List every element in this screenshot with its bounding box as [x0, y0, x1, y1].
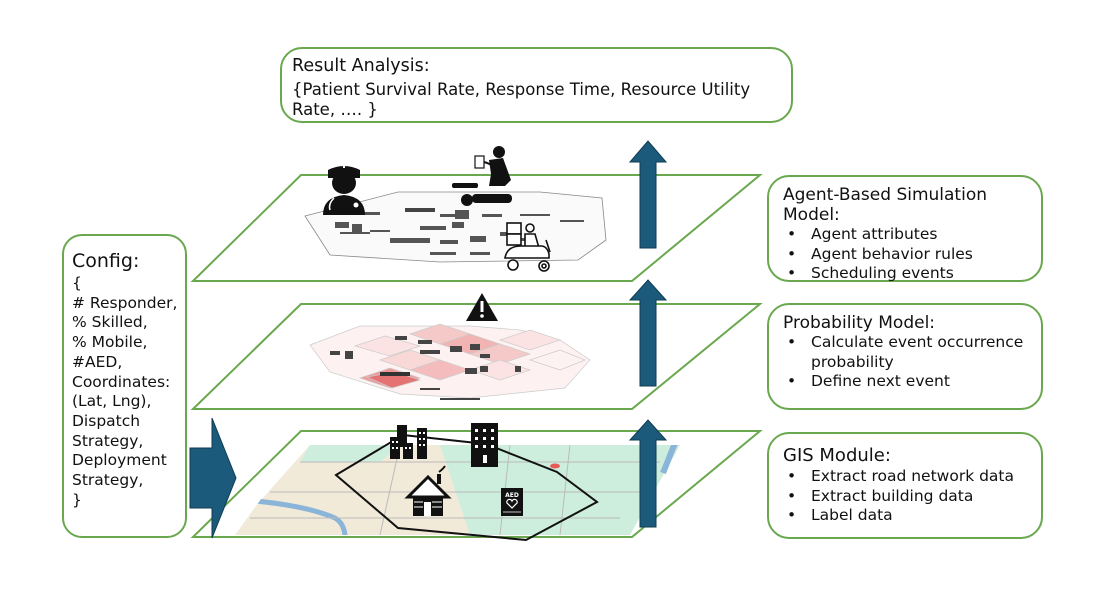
bullet-item: Calculate event occurrence	[783, 333, 1041, 353]
house-icon	[404, 465, 452, 516]
up-arrow-to-probability-layer	[628, 419, 668, 528]
probability-map-buildings	[330, 336, 521, 400]
agent-based-simulation-title: Agent-Based Simulation Model:	[783, 185, 987, 225]
delivery-scooter-icon	[504, 222, 551, 272]
probability-model-list: Calculate event occurrence probability D…	[783, 333, 1041, 392]
config-line: }	[72, 490, 82, 509]
config-input-arrow	[189, 417, 237, 539]
agent-based-simulation-list: Agent attributes Agent behavior rules Sc…	[783, 225, 1041, 284]
aed-icon-label: AED	[505, 492, 519, 499]
config-line: % Skilled,	[72, 313, 148, 332]
up-arrow-to-agent-layer	[628, 279, 668, 387]
probability-model-title: Probability Model:	[783, 313, 936, 333]
gis-base-map	[235, 445, 680, 535]
config-box: Config: { # Responder, % Skilled, % Mobi…	[62, 234, 187, 538]
bullet-item: Agent attributes	[783, 225, 1041, 245]
probability-layer	[190, 293, 763, 410]
config-line: # Responder,	[72, 293, 178, 312]
config-line: Dispatch	[72, 411, 141, 430]
config-line: % Mobile,	[72, 333, 148, 352]
config-line: {	[72, 274, 82, 292]
agent-sim-map-buildings	[335, 208, 584, 255]
city-buildings-icon	[390, 425, 427, 459]
warning-triangle-icon	[466, 293, 498, 321]
bullet-item: Extract building data	[783, 487, 1041, 507]
config-line: Deployment	[72, 451, 167, 470]
result-analysis-metrics: {Patient Survival Rate, Response Time, R…	[292, 80, 751, 119]
result-analysis-title: Result Analysis:	[292, 56, 430, 76]
bullet-item: Agent behavior rules	[783, 245, 1041, 265]
config-line: Strategy,	[72, 431, 144, 450]
flow-arrows	[189, 140, 668, 539]
office-building-icon	[471, 423, 498, 467]
agent-based-simulation-box: Agent-Based Simulation Model: Agent attr…	[767, 175, 1043, 284]
agent-layer	[190, 146, 763, 282]
service-area-polygon	[334, 433, 599, 542]
cpr-aed-responder-icon	[452, 146, 512, 206]
gis-module-box: GIS Module: Extract road network data Ex…	[767, 432, 1043, 539]
gis-module-list: Extract road network data Extract buildi…	[783, 467, 1041, 526]
result-analysis-box: Result Analysis: {Patient Survival Rate,…	[280, 47, 793, 123]
probability-model-box: Probability Model: Calculate event occur…	[767, 303, 1043, 410]
config-line: Strategy,	[72, 471, 144, 490]
bullet-item: Label data	[783, 506, 1041, 526]
bullet-item: Extract road network data	[783, 467, 1041, 487]
bullet-item: Scheduling events	[783, 264, 1041, 284]
config-title: Config:	[72, 250, 140, 272]
gis-layer: AED	[190, 423, 763, 542]
up-arrow-to-results	[628, 140, 668, 249]
config-line: Coordinates:	[72, 372, 171, 391]
probability-heatmap	[309, 323, 591, 399]
config-line: #AED,	[72, 352, 123, 371]
bullet-item-continuation: probability	[811, 352, 894, 371]
gis-module-title: GIS Module:	[783, 445, 891, 466]
doctor-icon	[323, 162, 365, 215]
bullet-item: Define next event	[783, 372, 1041, 392]
aed-icon: AED	[501, 488, 523, 516]
config-line: (Lat, Lng),	[72, 392, 152, 411]
